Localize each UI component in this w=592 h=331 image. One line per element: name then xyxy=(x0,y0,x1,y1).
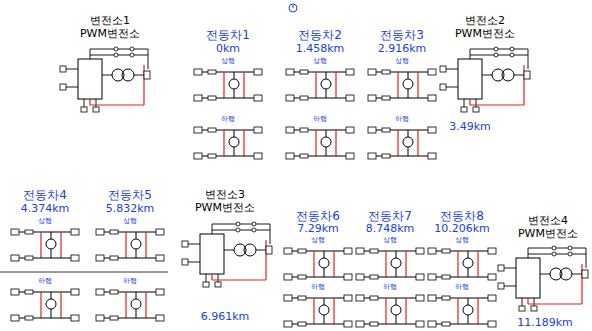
substation-symbol xyxy=(440,47,530,112)
train-circuit xyxy=(286,127,354,159)
substation-type: PWM변전소 xyxy=(80,27,140,40)
train-circuit xyxy=(368,127,436,159)
track-direction: 상행 xyxy=(311,236,325,244)
train-position: 0km xyxy=(216,42,240,55)
train-circuit xyxy=(428,295,496,327)
grid-line xyxy=(0,272,168,273)
train-name: 전동차1 xyxy=(206,28,250,42)
track-direction: 하행 xyxy=(221,115,235,123)
track-direction: 상행 xyxy=(221,57,235,65)
train-position: 2.916km xyxy=(378,42,427,55)
train-name: 전동차2 xyxy=(298,28,342,42)
substation-symbol xyxy=(182,222,272,287)
substation-type: PWM변전소 xyxy=(518,227,578,240)
train-name: 전동차8 xyxy=(440,209,484,223)
train-circuit xyxy=(96,229,164,261)
substation-name: 변전소1 xyxy=(90,14,130,27)
substation-name: 변전소3 xyxy=(205,188,245,201)
substation-name: 변전소4 xyxy=(528,214,568,227)
train-circuit xyxy=(11,289,79,321)
track-direction: 하행 xyxy=(123,277,137,285)
track-direction: 하행 xyxy=(383,283,397,291)
train-circuit xyxy=(356,295,424,327)
track-direction: 하행 xyxy=(311,283,325,291)
train-position: 4.374km xyxy=(21,202,70,215)
substation-type: PWM변전소 xyxy=(455,27,515,40)
track-direction: 상행 xyxy=(395,57,409,65)
train-name: 전동차4 xyxy=(23,188,67,202)
track-direction: 상행 xyxy=(383,236,397,244)
train-name: 전동차6 xyxy=(296,209,340,223)
train-position: 10.206km xyxy=(434,222,490,235)
train-name: 전동차3 xyxy=(380,28,424,42)
train-circuit xyxy=(428,248,496,280)
train-circuit xyxy=(194,69,262,101)
train-circuit xyxy=(284,295,352,327)
train-position: 7.29km xyxy=(297,222,339,235)
track-direction: 하행 xyxy=(455,283,469,291)
train-circuit xyxy=(194,127,262,159)
train-circuit xyxy=(284,248,352,280)
track-direction: 하행 xyxy=(313,115,327,123)
track-direction: 하행 xyxy=(395,115,409,123)
substation-position: 11.189km xyxy=(517,316,573,329)
train-name: 전동차5 xyxy=(108,188,152,202)
substation-symbol xyxy=(498,246,588,311)
train-circuit xyxy=(286,69,354,101)
train-circuit xyxy=(356,248,424,280)
substation-symbol xyxy=(60,47,150,112)
substation-name: 변전소2 xyxy=(465,14,505,27)
train-circuit xyxy=(96,289,164,321)
track-direction: 상행 xyxy=(38,217,52,225)
substation-position: 3.49km xyxy=(449,120,491,133)
train-name: 전동차7 xyxy=(368,209,412,223)
track-direction: 상행 xyxy=(123,217,137,225)
reference-marker xyxy=(289,4,297,12)
substation-type: PWM변전소 xyxy=(195,201,255,214)
train-position: 5.832km xyxy=(106,202,155,215)
track-direction: 상행 xyxy=(313,57,327,65)
substation-position: 6.961km xyxy=(201,310,250,323)
train-position: 8.748km xyxy=(366,222,415,235)
train-position: 1.458km xyxy=(296,42,345,55)
train-circuit xyxy=(11,229,79,261)
train-circuit xyxy=(368,69,436,101)
track-direction: 상행 xyxy=(455,236,469,244)
track-direction: 하행 xyxy=(38,277,52,285)
